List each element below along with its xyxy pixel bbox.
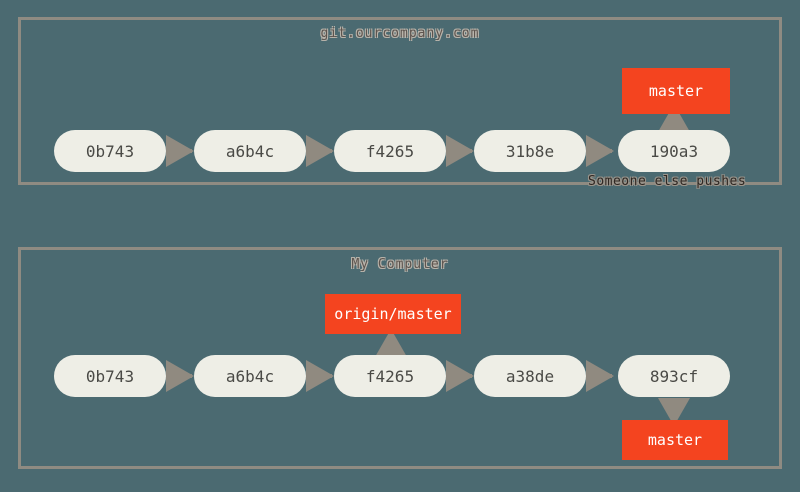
- ref-label-local-origin-master[interactable]: origin/master: [325, 294, 461, 334]
- commit-node-local-f4265[interactable]: f4265: [334, 355, 446, 397]
- commit-node-remote-0b743[interactable]: 0b743: [54, 130, 166, 172]
- annotation-someone-else-pushes: Someone else pushes: [588, 174, 747, 189]
- panel-remote-title: git.ourcompany.com: [320, 26, 480, 41]
- commit-node-remote-a6b4c[interactable]: a6b4c: [194, 130, 306, 172]
- commit-node-remote-190a3[interactable]: 190a3: [618, 130, 730, 172]
- commit-node-remote-31b8e[interactable]: 31b8e: [474, 130, 586, 172]
- commit-node-remote-f4265[interactable]: f4265: [334, 130, 446, 172]
- panel-local-title: My Computer: [351, 257, 449, 272]
- panel-remote-repo: [18, 17, 782, 185]
- ref-label-remote-master[interactable]: master: [622, 68, 730, 114]
- panel-local-repo: [18, 247, 782, 469]
- commit-node-local-0b743[interactable]: 0b743: [54, 355, 166, 397]
- ref-label-local-master[interactable]: master: [622, 420, 728, 460]
- commit-node-local-a38de[interactable]: a38de: [474, 355, 586, 397]
- commit-node-local-893cf[interactable]: 893cf: [618, 355, 730, 397]
- commit-node-local-a6b4c[interactable]: a6b4c: [194, 355, 306, 397]
